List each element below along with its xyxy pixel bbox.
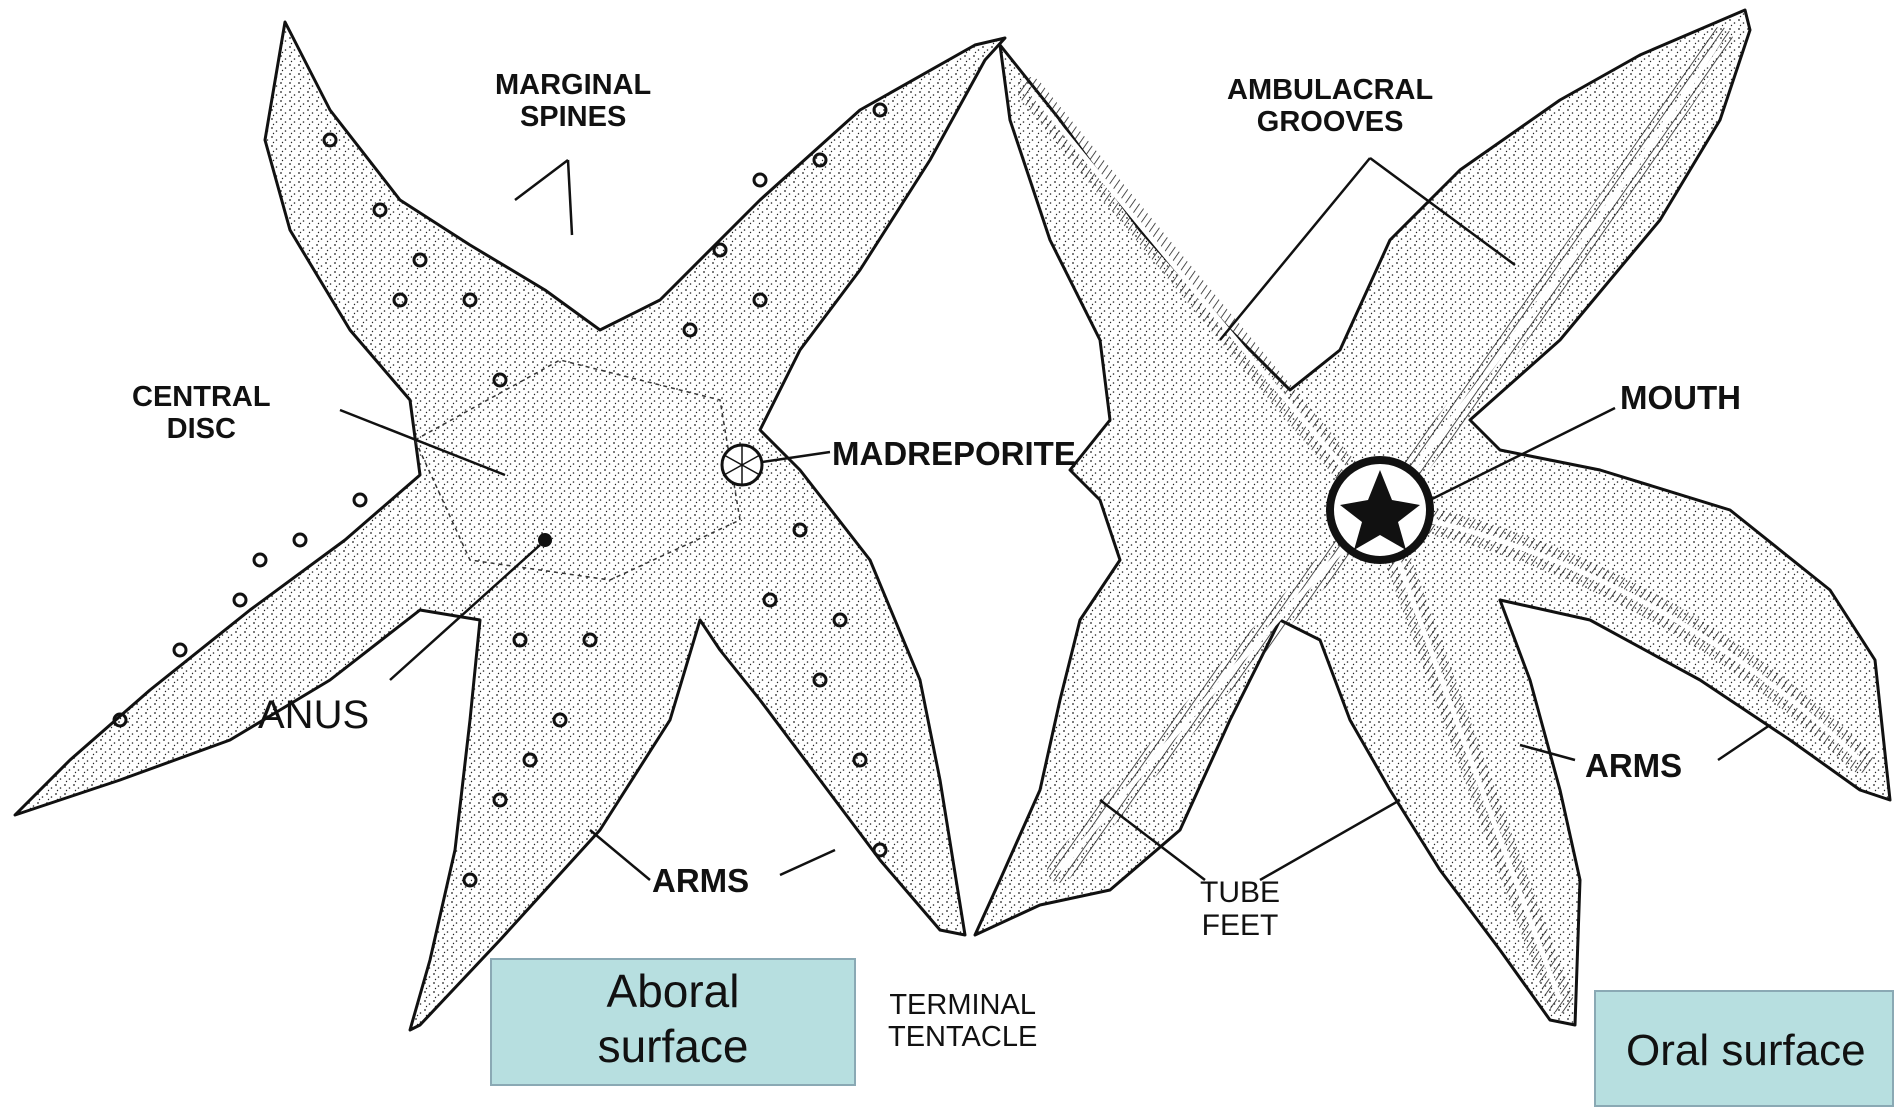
- label-mouth: MOUTH: [1620, 380, 1741, 416]
- label-ambulacral-grooves: AMBULACRAL GROOVES: [1227, 75, 1433, 139]
- label-tube-feet: TUBE FEET: [1200, 876, 1280, 942]
- caption-oral-surface: Oral surface: [1594, 990, 1894, 1107]
- label-marginal-spines: MARGINAL SPINES: [495, 70, 651, 134]
- label-arms-oral: ARMS: [1585, 748, 1682, 784]
- leader-marginal-spines: [515, 160, 572, 235]
- aboral-starfish: [15, 22, 1005, 1030]
- caption-aboral-surface: Aboral surface: [490, 958, 856, 1086]
- label-anus: ANUS: [258, 693, 369, 737]
- label-arms-aboral: ARMS: [652, 863, 749, 899]
- oral-starfish: [975, 10, 1890, 1025]
- label-madreporite: MADREPORITE: [832, 436, 1076, 472]
- mouth-mark: [1330, 460, 1430, 560]
- aboral-body-outline: [15, 22, 1005, 1030]
- madreporite-mark: [722, 445, 762, 485]
- anus-mark: [538, 533, 552, 547]
- label-central-disc: CENTRAL DISC: [132, 382, 271, 446]
- label-terminal-tentacle: TERMINAL TENTACLE: [888, 990, 1037, 1054]
